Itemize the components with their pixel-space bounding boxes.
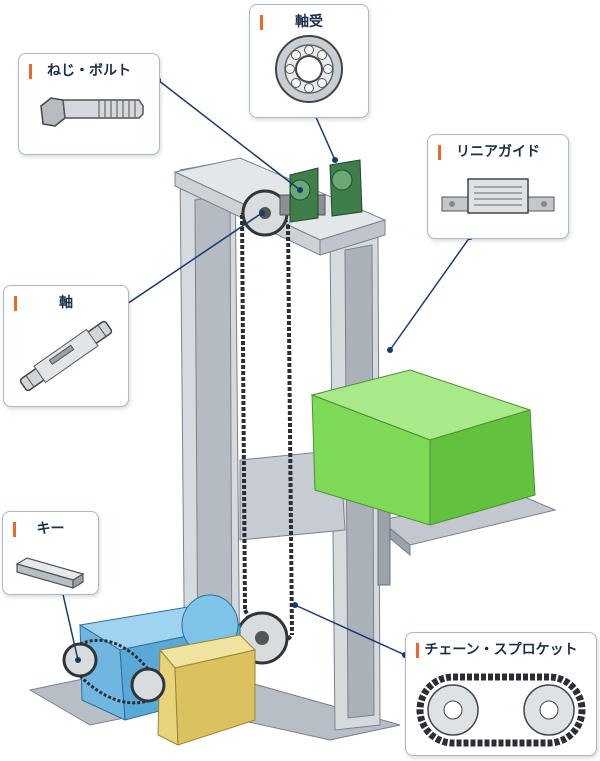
accent-bar xyxy=(14,296,17,311)
callout-title: リニアガイド xyxy=(456,144,540,160)
ball-bearing-icon xyxy=(275,35,343,103)
keyed-shaft-icon xyxy=(19,320,113,392)
callout-shaft: 軸 xyxy=(3,285,129,407)
gearbox xyxy=(157,634,256,746)
accent-bar xyxy=(29,64,32,79)
key-block-icon xyxy=(15,557,85,590)
callout-title: 軸 xyxy=(59,295,73,311)
callout-linear-guide: リニアガイド xyxy=(427,134,569,239)
callout-key: キー xyxy=(2,511,99,595)
callout-title: 軸受 xyxy=(295,14,323,30)
accent-bar xyxy=(438,145,441,160)
callout-title: キー xyxy=(36,521,65,537)
callout-title: チェーン・スプロケット xyxy=(424,642,578,658)
leader-lines xyxy=(61,79,471,661)
accent-bar xyxy=(260,15,263,30)
accent-bar xyxy=(13,522,16,537)
bearing-housings xyxy=(289,159,363,223)
hex-bolt-icon xyxy=(40,97,144,127)
load-box xyxy=(310,369,536,526)
drive-chain xyxy=(240,200,294,646)
callout-chain: チェーン・スプロケット xyxy=(405,632,597,756)
accent-bar xyxy=(416,643,419,658)
chain-sprocket-icon xyxy=(416,673,586,747)
vertical-frame xyxy=(173,157,387,731)
linear-guide-icon xyxy=(441,178,555,214)
callout-bearing: 軸受 xyxy=(249,4,369,118)
callout-screw: ねじ・ボルト xyxy=(18,53,160,155)
callout-title: ねじ・ボルト xyxy=(47,63,131,79)
